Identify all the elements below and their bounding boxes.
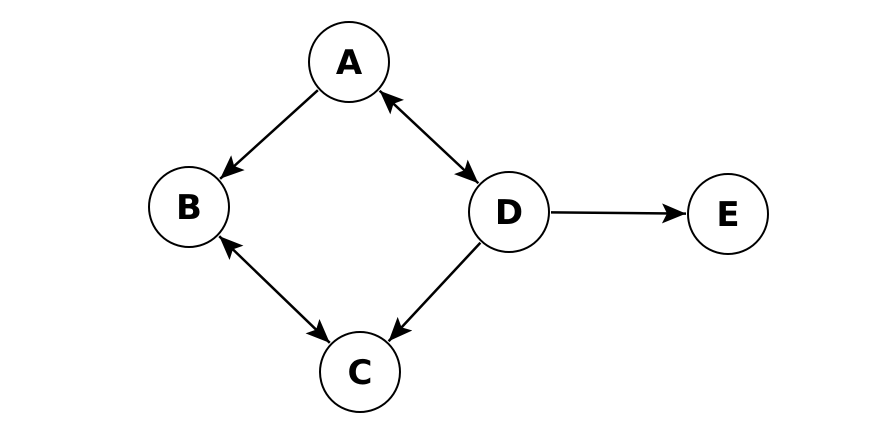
edge-b-c	[218, 235, 331, 344]
edges-layer	[218, 89, 687, 344]
node-b: B	[148, 166, 230, 248]
node-label: C	[348, 353, 373, 393]
node-e: E	[687, 173, 769, 255]
edge-d-c	[387, 241, 482, 343]
node-circle	[687, 173, 769, 255]
node-label: A	[336, 43, 363, 83]
edge-a-d	[378, 89, 480, 185]
edge-a-b	[219, 89, 319, 180]
edge-d-e	[550, 203, 687, 224]
node-circle	[148, 166, 230, 248]
node-label: B	[176, 188, 202, 228]
node-label: E	[716, 195, 739, 235]
node-c: C	[319, 331, 401, 413]
node-circle	[308, 21, 390, 103]
node-circle	[319, 331, 401, 413]
node-a: A	[308, 21, 390, 103]
nodes-layer: A B C D E	[148, 21, 769, 413]
node-circle	[468, 171, 550, 253]
node-d: D	[468, 171, 550, 253]
node-label: D	[495, 193, 523, 233]
